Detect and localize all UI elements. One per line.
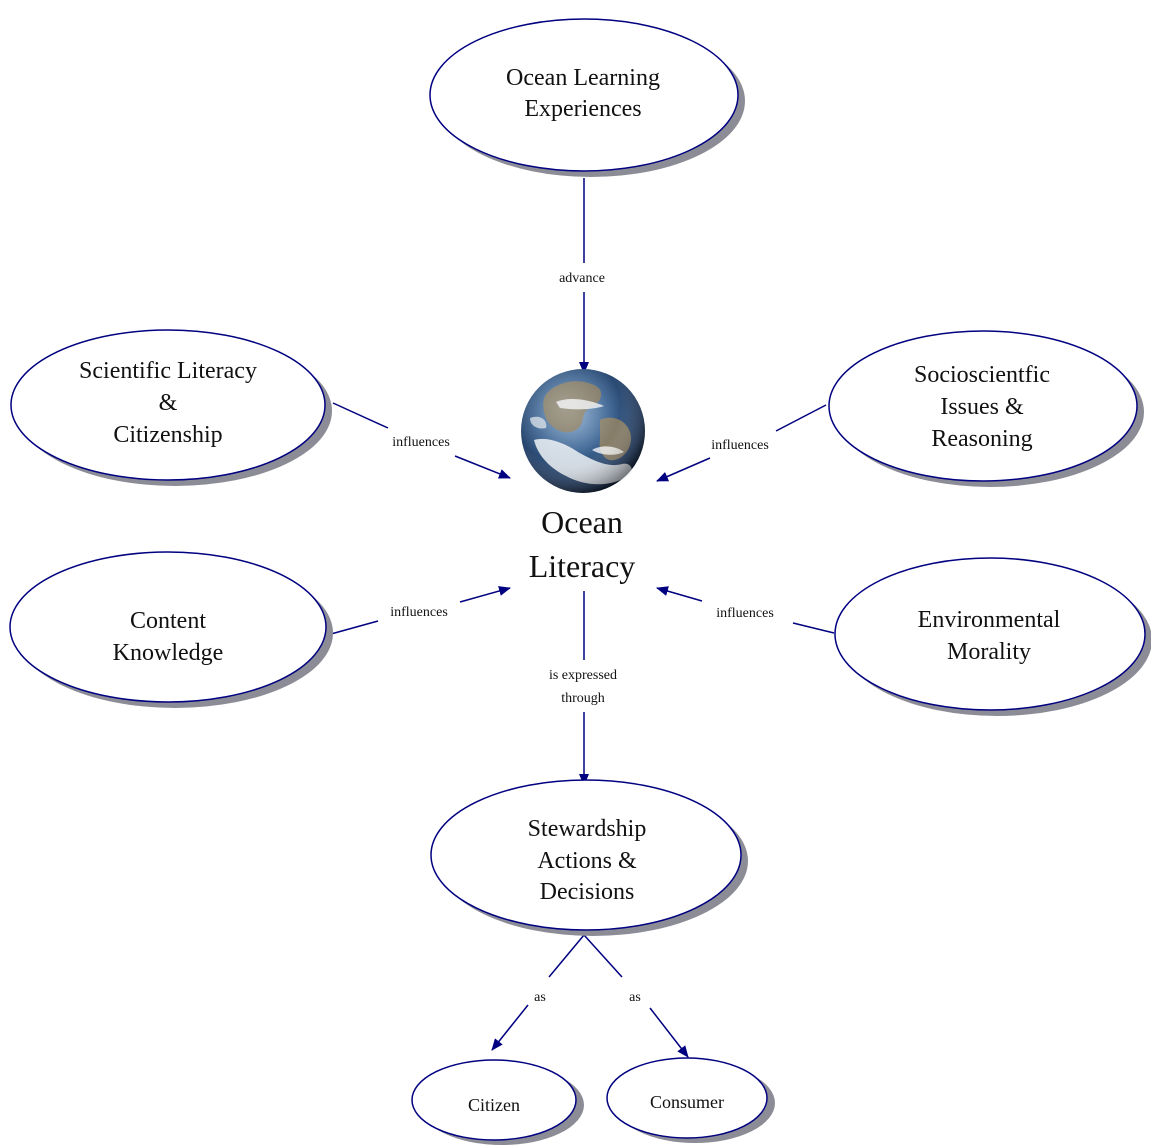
- edge-influences-scientific: influences: [332, 402, 511, 479]
- edge-label-influences: influences: [390, 605, 448, 620]
- svg-text:Socioscientfic: Socioscientfic: [914, 362, 1050, 388]
- svg-text:Knowledge: Knowledge: [113, 640, 224, 666]
- edge-influences-socioscientific: influences: [656, 404, 827, 482]
- svg-text:Content: Content: [130, 608, 206, 634]
- edge-advance: advance: [559, 178, 605, 374]
- svg-text:Citizenship: Citizenship: [113, 422, 222, 448]
- node-environmental-morality: Environmental Morality: [834, 557, 1151, 716]
- svg-text:Ocean Learning: Ocean Learning: [506, 65, 660, 91]
- edge-influences-content: influences: [330, 586, 511, 635]
- svg-text:Morality: Morality: [947, 639, 1031, 665]
- svg-text:Decisions: Decisions: [540, 879, 635, 905]
- earth-globe-icon: [521, 369, 645, 493]
- edge-as-consumer: as: [583, 934, 689, 1058]
- node-socioscientific-issues-reasoning: Socioscientfic Issues & Reasoning: [828, 330, 1144, 487]
- edge-label-influences: influences: [392, 435, 450, 450]
- svg-text:Consumer: Consumer: [650, 1092, 724, 1112]
- edge-label-through: through: [561, 691, 605, 706]
- svg-text:Actions &: Actions &: [537, 848, 637, 874]
- svg-text:Literacy: Literacy: [529, 548, 636, 584]
- node-ocean-learning-experiences: Ocean Learning Experiences: [429, 18, 745, 177]
- node-content-knowledge: Content Knowledge: [9, 551, 333, 708]
- svg-text:Citizen: Citizen: [468, 1095, 520, 1115]
- edge-as-citizen: as: [491, 934, 585, 1051]
- edge-influences-environmental: influences: [656, 586, 835, 634]
- edge-label-as: as: [534, 990, 546, 1005]
- edge-label-advance: advance: [559, 271, 605, 286]
- edge-is-expressed-through: is expressed through: [549, 591, 617, 786]
- svg-text:Environmental: Environmental: [918, 607, 1061, 633]
- node-stewardship-actions-decisions: Stewardship Actions & Decisions: [430, 779, 748, 936]
- edge-label-is-expressed: is expressed: [549, 668, 617, 683]
- node-citizen: Citizen: [411, 1059, 584, 1145]
- edge-label-as: as: [629, 990, 641, 1005]
- edge-label-influences: influences: [716, 606, 774, 621]
- svg-text:Reasoning: Reasoning: [931, 426, 1032, 452]
- svg-text:Scientific Literacy: Scientific Literacy: [79, 358, 257, 384]
- svg-text:Stewardship: Stewardship: [528, 816, 647, 842]
- node-ocean-literacy: Ocean Literacy: [521, 369, 645, 584]
- svg-text:Experiences: Experiences: [524, 96, 641, 122]
- svg-text:Ocean: Ocean: [541, 504, 623, 540]
- node-consumer: Consumer: [606, 1057, 775, 1143]
- node-scientific-literacy-citizenship: Scientific Literacy & Citizenship: [10, 329, 332, 486]
- svg-text:&: &: [159, 390, 178, 416]
- edge-label-influences: influences: [711, 438, 769, 453]
- svg-text:Issues &: Issues &: [940, 394, 1024, 420]
